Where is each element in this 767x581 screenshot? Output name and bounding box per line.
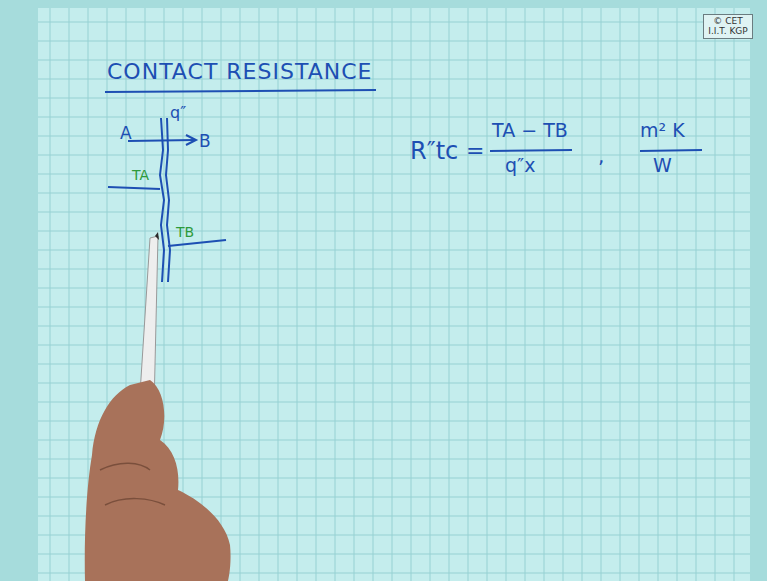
- grid-line: [715, 8, 716, 581]
- grid-line: [38, 250, 750, 251]
- fraction-bar: [490, 150, 572, 151]
- grid-line: [221, 8, 222, 581]
- unit-numerator: m² K: [640, 120, 685, 141]
- grid-line: [38, 288, 750, 289]
- flux-arrow: [128, 140, 194, 141]
- grid-line: [582, 8, 583, 581]
- grid-line: [658, 8, 659, 581]
- logo-box: © CET I.I.T. KGP: [703, 14, 753, 39]
- arrow-head: [186, 135, 196, 145]
- grid-line: [38, 98, 750, 99]
- grid-line: [563, 8, 564, 581]
- denominator: q″x: [505, 155, 535, 176]
- unit-denominator: W: [653, 155, 672, 176]
- grid-line: [639, 8, 640, 581]
- pen-tip: [155, 232, 159, 240]
- grid-line: [506, 8, 507, 581]
- title-underline: [105, 90, 376, 92]
- grid-line: [278, 8, 279, 581]
- grid-line: [38, 41, 750, 42]
- grid-line: [468, 8, 469, 581]
- grid-line: [544, 8, 545, 581]
- temperature-profile: [108, 187, 160, 189]
- comma: ,: [598, 145, 604, 167]
- grid-line: [411, 8, 412, 581]
- grid-line: [38, 307, 750, 308]
- grid-line: [696, 8, 697, 581]
- grid-line: [601, 8, 602, 581]
- surface-line: [166, 118, 170, 282]
- grid-line: [38, 155, 750, 156]
- grid-line: [373, 8, 374, 581]
- temperature-profile: [168, 240, 226, 246]
- hand-crease: [100, 463, 165, 505]
- fraction-bar: [640, 150, 702, 151]
- grid-line: [38, 212, 750, 213]
- resistance-symbol: R″tc: [410, 138, 458, 164]
- grid-line: [38, 231, 750, 232]
- surface-label: A: [120, 124, 132, 143]
- grid-line: [354, 8, 355, 581]
- grid-line: [259, 8, 260, 581]
- grid-line: [38, 117, 750, 118]
- grid-line: [620, 8, 621, 581]
- grid-line: [202, 8, 203, 581]
- logo-text: © CET I.I.T. KGP: [708, 16, 748, 37]
- grid-line: [734, 8, 735, 581]
- temperature-label: TA: [132, 168, 149, 183]
- numerator: TA − TB: [492, 120, 568, 141]
- surface-line: [160, 118, 164, 282]
- hand: [85, 380, 231, 581]
- temperature-label: TB: [176, 225, 194, 240]
- grid-line: [677, 8, 678, 581]
- heat-flux-symbol: q″: [170, 104, 186, 122]
- grid-line: [487, 8, 488, 581]
- grid-line: [335, 8, 336, 581]
- grid-line: [392, 8, 393, 581]
- grid-line: [38, 269, 750, 270]
- grid-line: [297, 8, 298, 581]
- surface-label: B: [199, 132, 211, 151]
- grid-line: [38, 22, 750, 23]
- grid-line: [38, 193, 750, 194]
- grid-lines: [38, 8, 750, 581]
- grid-line: [430, 8, 431, 581]
- grid-line: [50, 8, 51, 581]
- equals-sign: =: [466, 139, 484, 163]
- grid-line: [525, 8, 526, 581]
- paper-sheet: [38, 8, 750, 581]
- grid-line: [240, 8, 241, 581]
- grid-line: [449, 8, 450, 581]
- grid-line: [69, 8, 70, 581]
- title: CONTACT RESISTANCE: [107, 60, 372, 84]
- grid-line: [316, 8, 317, 581]
